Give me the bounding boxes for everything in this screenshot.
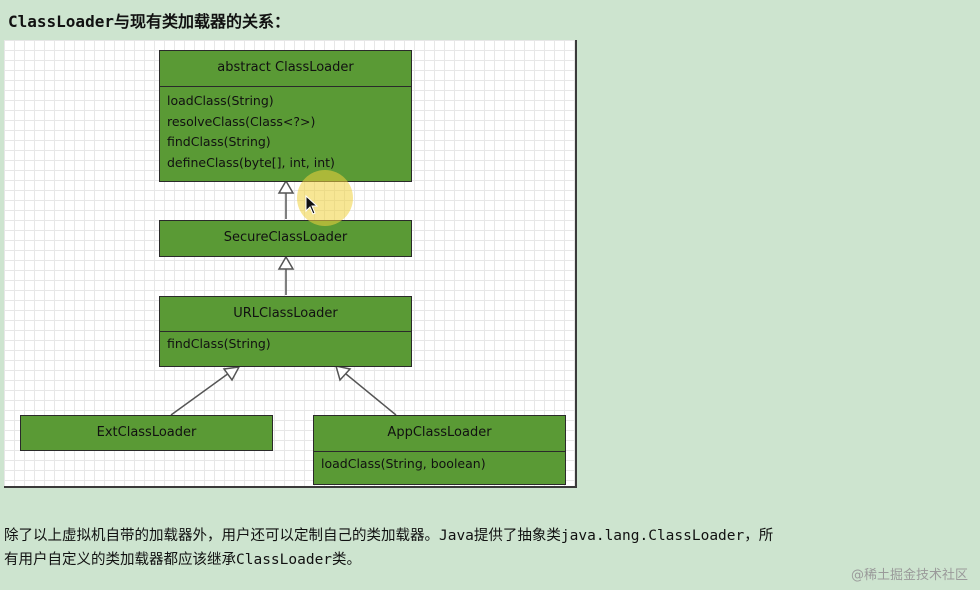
class-box-ext-classloader: ExtClassLoader: [20, 415, 273, 451]
mouse-pointer-icon: [305, 195, 319, 215]
class-name: URLClassLoader: [160, 297, 411, 332]
inheritance-arrowhead: [222, 366, 241, 382]
paragraph-line: 有用户自定义的类加载器都应该继承ClassLoader类。: [4, 552, 362, 568]
method: loadClass(String, boolean): [321, 456, 486, 471]
watermark: @稀土掘金技术社区: [850, 568, 968, 583]
class-box-secure-classloader: SecureClassLoader: [159, 220, 412, 257]
method: resolveClass(Class<?>): [167, 113, 316, 129]
class-name: abstract ClassLoader: [160, 51, 411, 87]
method: findClass(String): [167, 134, 271, 149]
method-list: loadClass(String) resolveClass(Class<?>)…: [160, 87, 411, 177]
section-heading: ClassLoader与现有类加载器的关系：: [8, 12, 290, 31]
class-name: SecureClassLoader: [223, 230, 348, 245]
method: loadClass(String): [167, 93, 274, 108]
inheritance-arrowhead: [334, 365, 352, 382]
inheritance-connectors: [170, 179, 397, 416]
uml-diagram: abstract ClassLoader loadClass(String) r…: [4, 40, 577, 488]
inheritance-arrowhead: [277, 179, 295, 194]
inheritance-arrowhead: [277, 255, 295, 270]
inheritance-line: [345, 373, 397, 416]
class-name: AppClassLoader: [314, 416, 565, 452]
paragraph-line: 除了以上虚拟机自带的加载器外，用户还可以定制自己的类加载器。Java提供了抽象类…: [4, 528, 774, 544]
description-paragraph: 除了以上虚拟机自带的加载器外，用户还可以定制自己的类加载器。Java提供了抽象类…: [4, 524, 972, 572]
class-name: ExtClassLoader: [96, 425, 197, 440]
method-list: findClass(String): [160, 332, 411, 359]
class-box-url-classloader: URLClassLoader findClass(String): [159, 296, 412, 367]
method-list: loadClass(String, boolean): [314, 452, 565, 479]
class-box-app-classloader: AppClassLoader loadClass(String, boolean…: [313, 415, 566, 485]
method: defineClass(byte[], int, int): [167, 154, 335, 170]
inheritance-line: [170, 372, 230, 416]
class-box-abstract-classloader: abstract ClassLoader loadClass(String) r…: [159, 50, 412, 182]
method: findClass(String): [167, 336, 271, 351]
